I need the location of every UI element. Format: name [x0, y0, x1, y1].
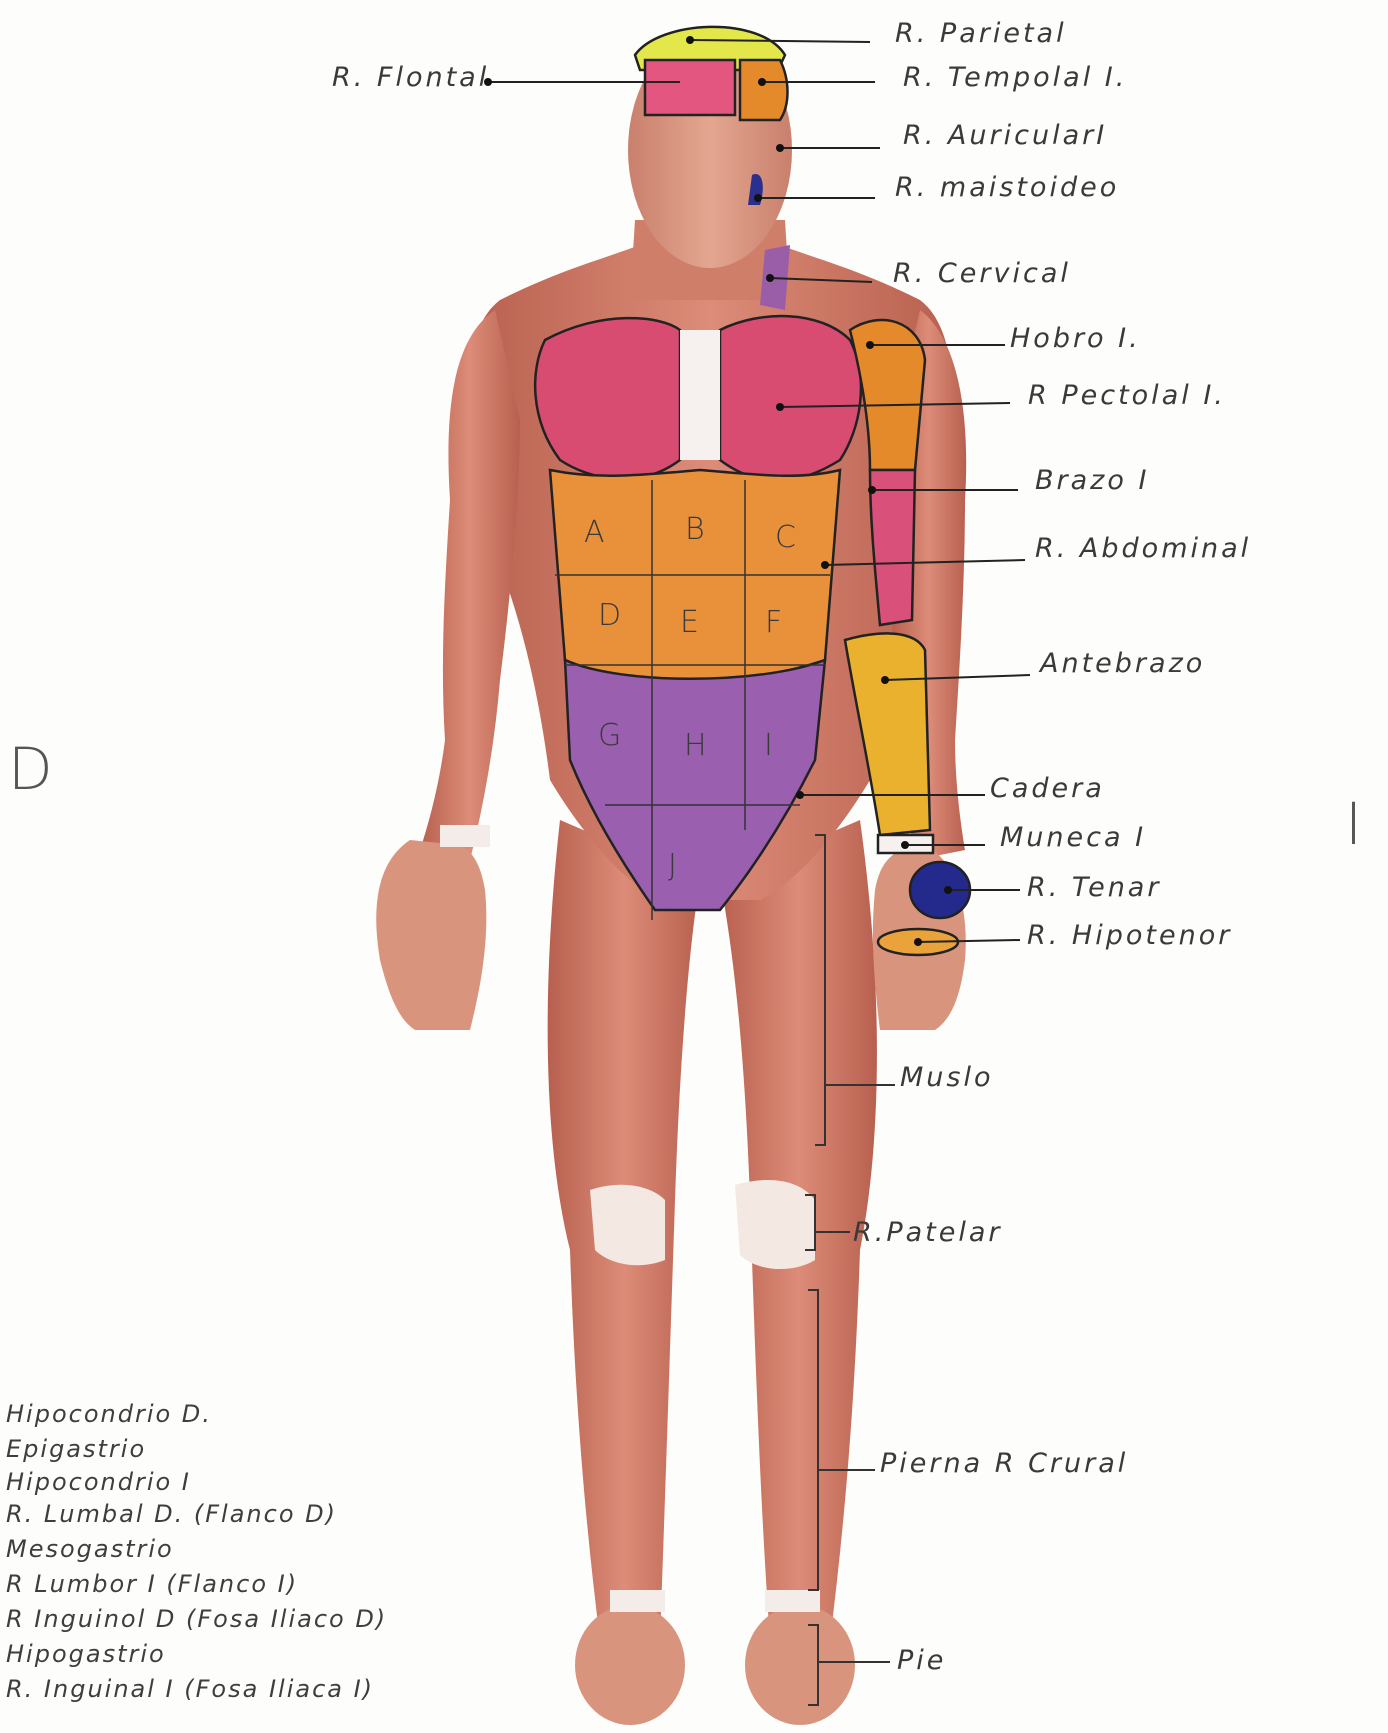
label-muneca: Muneca I: [1000, 822, 1146, 853]
pectoral-left-region: [720, 316, 861, 481]
leader-dot-mastoideo: [754, 194, 762, 202]
label-parietal: R. Parietal: [895, 18, 1067, 49]
label-antebrazo: Antebrazo: [1040, 648, 1205, 679]
legend-item: Hipogastrio: [6, 1640, 166, 1668]
side-marker-right: D: [8, 735, 53, 803]
leader-dot-auricular: [776, 144, 784, 152]
legend-item: Hipocondrio D.: [6, 1400, 212, 1428]
leader-dot-cervical: [766, 274, 774, 282]
label-pierna: Pierna R Crural: [880, 1448, 1128, 1479]
legend-item: R. Lumbal D. (Flanco D): [6, 1500, 337, 1528]
region-letter-b: B: [685, 512, 705, 547]
label-cadera: Cadera: [990, 773, 1105, 804]
frontal-region: [645, 60, 735, 115]
leader-dot-pectoral: [776, 403, 784, 411]
region-letter-c: C: [775, 520, 796, 555]
region-letter-f: F: [765, 605, 782, 640]
label-hombro: Hobro I.: [1010, 323, 1141, 354]
leader-dot-parietal: [686, 36, 694, 44]
leader-dot-tenar: [944, 886, 952, 894]
label-brazo: Brazo I: [1035, 465, 1149, 496]
region-letter-d: D: [598, 598, 621, 633]
label-cervical: R. Cervical: [893, 258, 1071, 289]
leader-dot-muneca: [901, 841, 909, 849]
label-tenar: R. Tenar: [1027, 872, 1161, 903]
side-marker-left: I: [1345, 790, 1362, 858]
region-letter-e: E: [680, 605, 699, 640]
pectoral-right-region: [535, 318, 680, 479]
abdominal-regions-legend: Hipocondrio D. Epigastrio Hipocondrio I …: [6, 1400, 476, 1730]
region-letter-h: H: [684, 728, 707, 763]
label-abdominal: R. Abdominal: [1035, 533, 1251, 564]
label-temporal: R. Tempolal I.: [903, 62, 1127, 93]
legend-item: R Inguinol D (Fosa Iliaco D): [6, 1605, 387, 1633]
legend-item: R. Inguinal I (Fosa Iliaca I): [6, 1675, 374, 1703]
region-letter-j: J: [668, 848, 677, 883]
label-mastoideo: R. maistoideo: [895, 172, 1119, 203]
leader-dot-antebrazo: [881, 676, 889, 684]
legend-item: Hipocondrio I: [6, 1468, 191, 1496]
region-letter-g: G: [598, 718, 621, 753]
leader-dot-hipotenar: [914, 938, 922, 946]
label-pectoral: R Pectolal I.: [1028, 380, 1226, 411]
region-letter-i: I: [764, 728, 773, 763]
legend-item: Epigastrio: [6, 1435, 146, 1463]
label-auricular: R. AuricularI: [903, 120, 1107, 151]
leader-dot-hombro: [866, 341, 874, 349]
arm-region: [870, 470, 915, 625]
region-letter-a: A: [584, 515, 605, 550]
label-muslo: Muslo: [900, 1062, 994, 1093]
label-patelar: R.Patelar: [853, 1217, 1003, 1248]
label-hipotenar: R. Hipotenor: [1027, 920, 1232, 951]
temporal-region: [740, 60, 788, 120]
legend-item: R Lumbor I (Flanco I): [6, 1570, 298, 1598]
leader-dot-abdominal: [821, 561, 829, 569]
label-pie: Pie: [897, 1645, 946, 1676]
label-frontal: R. Flontal: [332, 62, 489, 93]
leader-dot-temporal: [758, 78, 766, 86]
leader-dot-brazo: [868, 486, 876, 494]
leader-dot-cadera: [796, 791, 804, 799]
legend-item: Mesogastrio: [6, 1535, 174, 1563]
